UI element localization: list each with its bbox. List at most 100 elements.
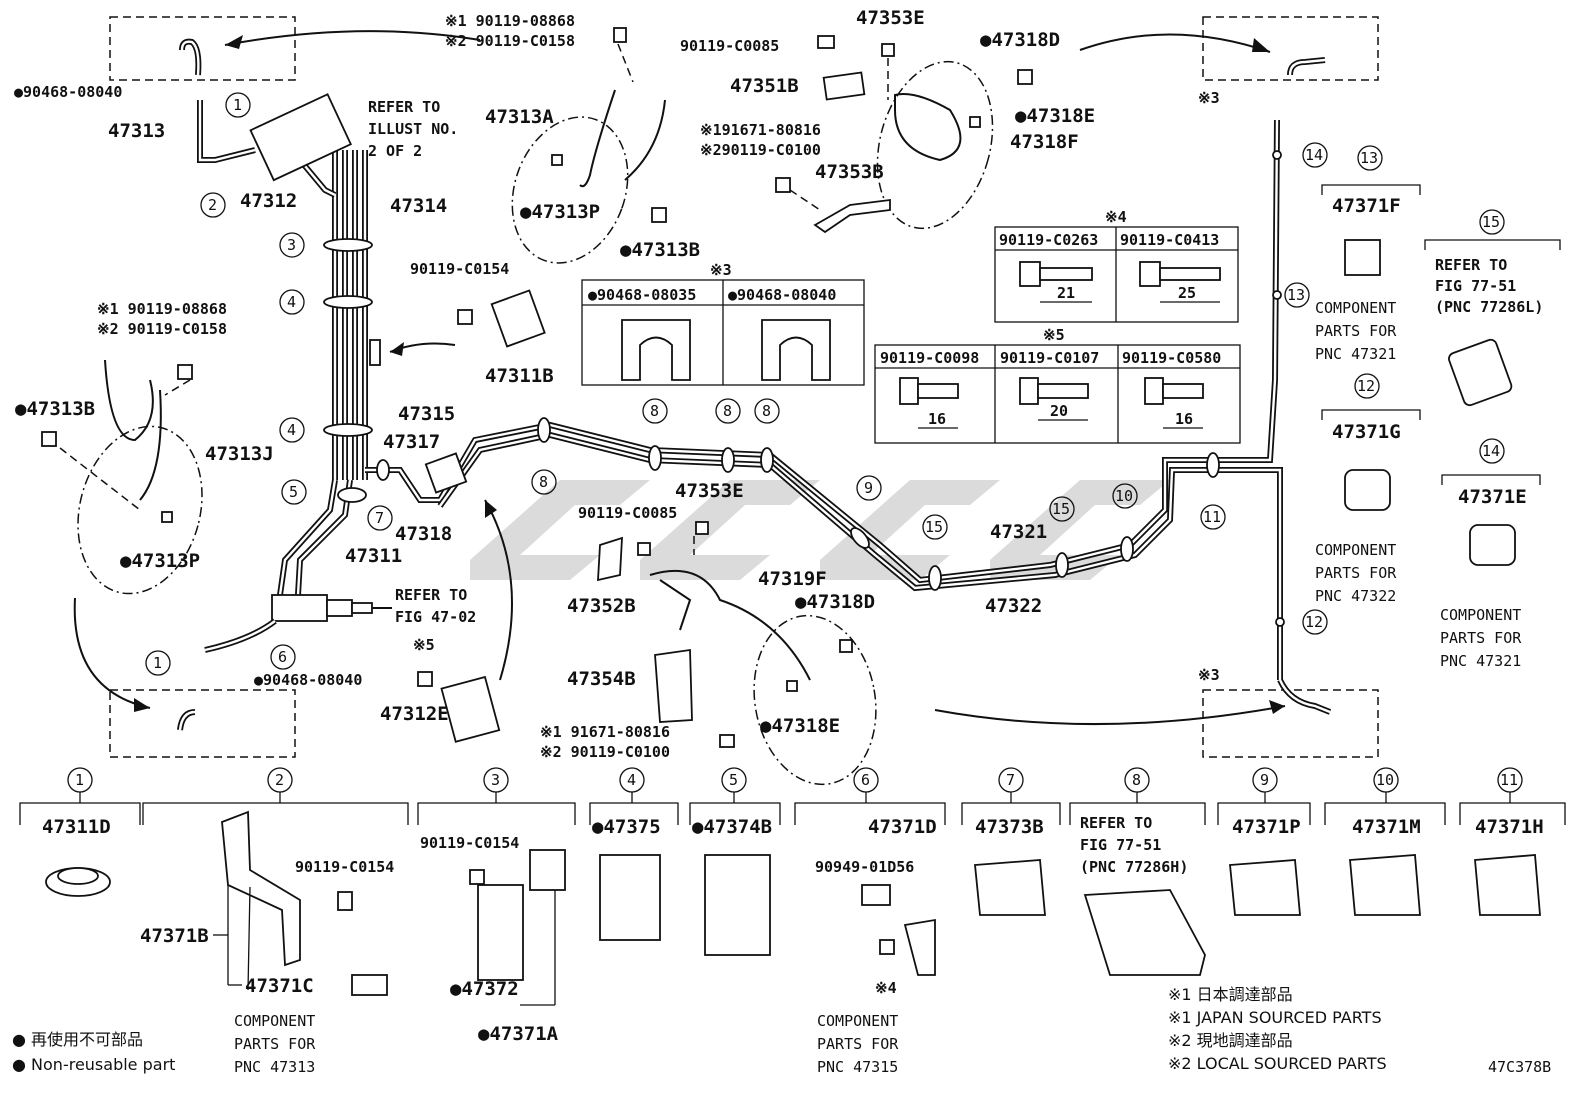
- detail-circle-47313A: [511, 116, 629, 264]
- svg-text:13: 13: [1360, 149, 1378, 167]
- svg-text:2: 2: [275, 771, 284, 789]
- svg-text:8: 8: [650, 402, 659, 420]
- watermark-logo: [470, 480, 1170, 580]
- svg-text:90119-C0098: 90119-C0098: [880, 349, 979, 367]
- svg-text:※5: ※5: [1043, 326, 1065, 344]
- svg-text:3: 3: [491, 771, 500, 789]
- detail-box-bottom-left: [109, 689, 296, 758]
- svg-text:●47372: ●47372: [450, 978, 519, 1000]
- label-47354B: 47354B: [567, 668, 636, 690]
- refer2-line2: FIG 47-02: [395, 608, 476, 626]
- label-ref2-a: ※2 90119-C0158: [445, 32, 575, 50]
- svg-text:PNC 47315: PNC 47315: [817, 1058, 898, 1076]
- svg-text:9: 9: [1260, 771, 1269, 789]
- svg-text:PARTS FOR: PARTS FOR: [1315, 564, 1397, 582]
- svg-text:PNC 47321: PNC 47321: [1440, 652, 1521, 670]
- label-47353E-b: 47353E: [675, 480, 744, 502]
- component-notes-bottom: COMPONENT PARTS FOR PNC 47313 COMPONENT …: [234, 1012, 899, 1076]
- label-47353B: 47353B: [815, 161, 884, 183]
- svg-text:12: 12: [1357, 377, 1375, 395]
- label-47322: 47322: [985, 595, 1042, 617]
- label-47318D-a: ●47318D: [980, 29, 1060, 51]
- component-notes-right: COMPONENT PARTS FOR PNC 47321 COMPONENT …: [1315, 299, 1522, 670]
- label-47318D-b: ●47318D: [795, 591, 875, 613]
- label-47317: 47317: [383, 431, 440, 453]
- svg-text:14: 14: [1482, 442, 1500, 460]
- svg-text:15: 15: [1482, 213, 1500, 231]
- svg-text:47371C: 47371C: [245, 975, 314, 997]
- label-x3-a: ※3: [1198, 89, 1220, 107]
- svg-text:6: 6: [278, 648, 287, 666]
- label-47318E-b: ●47318E: [760, 715, 840, 737]
- note1-en: ※1 JAPAN SOURCED PARTS: [1168, 1008, 1382, 1027]
- bottom-pnc-4: ●47375: [592, 816, 661, 838]
- note2-en: ※2 LOCAL SOURCED PARTS: [1168, 1054, 1387, 1073]
- svg-text:7: 7: [1006, 771, 1015, 789]
- label-47313J: 47313J: [205, 443, 274, 465]
- label-47312E: 47312E: [380, 703, 449, 725]
- svg-text:21: 21: [1057, 284, 1075, 302]
- svg-text:※3: ※3: [710, 261, 732, 279]
- svg-text:15: 15: [1052, 500, 1070, 518]
- label-90119-C0154: 90119-C0154: [410, 260, 509, 278]
- bottom-parts-row: 1 2 3 4 5 6 7 8 9 10 11: [19, 767, 1566, 1045]
- label-47318F: 47318F: [1010, 131, 1079, 153]
- detail-circle-47318E: [753, 614, 877, 786]
- label-47313B-b: ●47313B: [15, 398, 95, 420]
- detail-box-top-right: [1202, 16, 1379, 81]
- label-47313: 47313: [108, 120, 165, 142]
- svg-text:PARTS FOR: PARTS FOR: [1315, 322, 1397, 340]
- legend-jp: ● 再使用不可部品: [12, 1030, 143, 1049]
- label-47311B: 47311B: [485, 365, 554, 387]
- svg-text:5: 5: [729, 771, 738, 789]
- label-47352B: 47352B: [567, 595, 636, 617]
- table-x4: ※4 90119-C0263 90119-C0413 21 25: [994, 208, 1239, 323]
- label-ref1-b: ※1 90119-08868: [97, 300, 227, 318]
- svg-text:90119-C0154: 90119-C0154: [295, 858, 394, 876]
- svg-text:90119-C0263: 90119-C0263: [999, 231, 1098, 249]
- svg-text:4: 4: [287, 421, 296, 439]
- svg-text:PNC 47313: PNC 47313: [234, 1058, 315, 1076]
- svg-text:PARTS FOR: PARTS FOR: [1440, 629, 1522, 647]
- svg-text:13: 13: [1287, 286, 1305, 304]
- callout-circles: 1 2 3 4 4 5 7 6 1 8 8 8 8 9 15 15 10 11 …: [145, 92, 1505, 676]
- bottom-pnc-6: 47371D: [868, 816, 937, 838]
- svg-text:12: 12: [1305, 613, 1323, 631]
- legend-en: ● Non-reusable part: [12, 1055, 175, 1074]
- svg-text:10: 10: [1376, 771, 1394, 789]
- label-47312: 47312: [240, 190, 297, 212]
- note2-jp: ※2 現地調達部品: [1168, 1031, 1293, 1050]
- label-ref1-c: ※191671-80816: [700, 121, 821, 139]
- diagram-labels: 47313 47312 47314 47315 47317 47318 4731…: [15, 7, 1527, 737]
- svg-text:7: 7: [375, 509, 384, 527]
- label-47313P-a: ●47313P: [520, 201, 600, 223]
- svg-text:●90468-08040: ●90468-08040: [728, 286, 836, 304]
- label-47318: 47318: [395, 523, 452, 545]
- svg-text:8: 8: [1132, 771, 1141, 789]
- refer3-line3: (PNC 77286L): [1435, 298, 1543, 316]
- label-x5: ※5: [413, 636, 435, 654]
- refer8-line1: REFER TO: [1080, 814, 1152, 832]
- table-x5: ※5 90119-C0098 90119-C0107 90119-C0580 1…: [874, 326, 1241, 444]
- svg-text:16: 16: [928, 410, 946, 428]
- label-47371E: 47371E: [1458, 486, 1527, 508]
- svg-text:20: 20: [1050, 402, 1068, 420]
- svg-text:47371B: 47371B: [140, 925, 209, 947]
- label-47371G: 47371G: [1332, 421, 1401, 443]
- label-ref2-c: ※290119-C0100: [700, 141, 821, 159]
- svg-text:※4: ※4: [1105, 208, 1127, 226]
- svg-text:8: 8: [723, 402, 732, 420]
- bottom-pnc-5: ●47374B: [692, 816, 772, 838]
- svg-text:16: 16: [1175, 410, 1193, 428]
- svg-text:4: 4: [287, 293, 296, 311]
- label-47313A: 47313A: [485, 106, 554, 128]
- svg-text:COMPONENT: COMPONENT: [1440, 606, 1521, 624]
- bottom-pnc-1: 47311D: [42, 816, 111, 838]
- svg-text:COMPONENT: COMPONENT: [1315, 541, 1396, 559]
- svg-text:COMPONENT: COMPONENT: [234, 1012, 315, 1030]
- svg-text:6: 6: [861, 771, 870, 789]
- svg-text:90119-C0580: 90119-C0580: [1122, 349, 1221, 367]
- svg-text:8: 8: [539, 473, 548, 491]
